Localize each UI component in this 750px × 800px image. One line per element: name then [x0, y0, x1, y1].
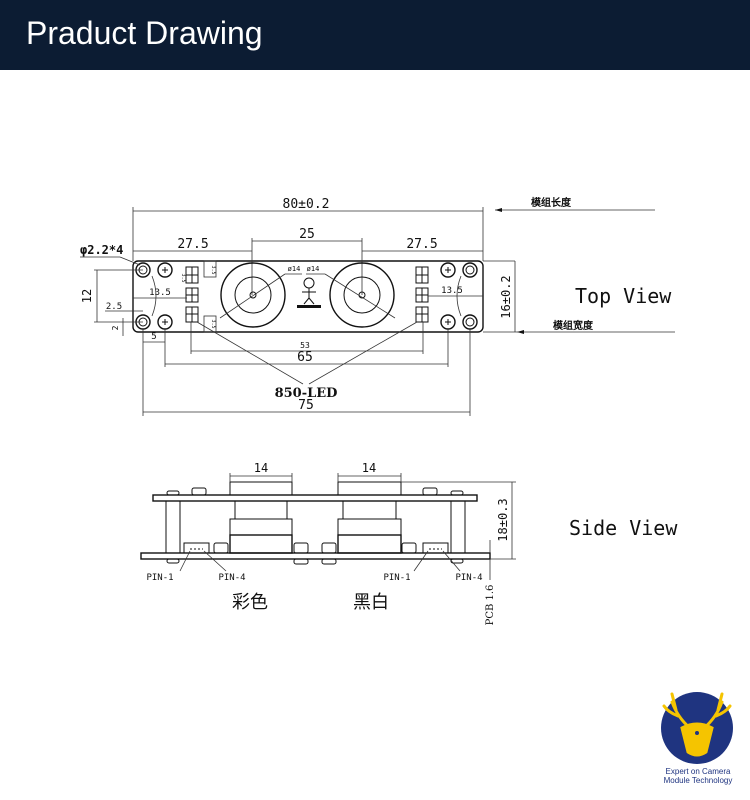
screw-icon	[440, 314, 456, 330]
lens-dia-label-2: ø14	[307, 265, 320, 273]
dim-label-13-5-left: 13.5	[149, 288, 171, 298]
dim-label-14-left: 14	[254, 461, 268, 475]
length-note: 模组长度	[531, 196, 572, 209]
brand-logo	[661, 692, 733, 764]
logo-line-2: Module Technology	[663, 776, 733, 785]
dim-label-12: 12	[80, 289, 94, 303]
dim-label-27-5-right: 27.5	[406, 237, 437, 252]
dim-label-65: 65	[297, 350, 313, 365]
hole-icon	[462, 262, 478, 278]
lens-dia-label-1: ø14	[288, 265, 301, 273]
dim-label-2-5: 2.5	[106, 302, 122, 312]
standoff-right	[450, 500, 466, 554]
dim-label-2: 2	[111, 325, 120, 330]
pin-label: PIN-1	[383, 573, 410, 583]
pin-label: PIN-4	[455, 573, 482, 583]
lens-side-left	[229, 481, 293, 554]
led-dim-1: 3.5	[210, 265, 216, 274]
top-board-outline	[132, 260, 484, 333]
screw-icon	[157, 262, 173, 278]
components	[166, 487, 464, 565]
dim-label-13-5-right: 13.5	[441, 286, 463, 296]
top-pcb	[152, 494, 478, 502]
dim-label-width: 16±0.2	[499, 275, 513, 318]
logo-line-1: Expert on Camera	[665, 767, 731, 776]
dim-label-80: 80±0.2	[283, 197, 330, 212]
dim-label-25: 25	[299, 227, 315, 242]
lens-diameter-leaders: ø14 ø14	[219, 265, 396, 319]
led-label: 850-LED	[275, 386, 338, 401]
page-title: Praduct Drawing	[26, 15, 263, 51]
left-dimensions: φ2.2*4 12 13.5 2.5 2 5 13.5	[80, 243, 483, 343]
led-array-right	[415, 266, 429, 323]
top-view: 80±0.2 27.5 25 27.5 ø14 ø14	[80, 196, 675, 416]
hole-icon	[462, 314, 478, 330]
dim-27-25-27: 27.5 25 27.5	[133, 227, 483, 295]
dim-label-pcb: PCB 1.6	[485, 585, 496, 626]
top-view-label: Top View	[575, 284, 672, 308]
screw-icon	[440, 262, 456, 278]
dim-label-75: 75	[298, 398, 314, 413]
side-view-label: Side View	[569, 516, 678, 540]
connector-left	[183, 542, 210, 554]
header-bar: Praduct Drawing	[0, 0, 750, 70]
dim-label-53: 53	[300, 341, 310, 350]
mono-camera-label: 黑白	[353, 592, 389, 613]
led-dim-2: 3.5	[180, 273, 186, 282]
hole-spec-label: φ2.2*4	[80, 243, 123, 257]
led-array-left: 3.5 3.5 3.5	[180, 260, 217, 333]
dim-label-14-right: 14	[362, 461, 376, 475]
side-dimensions: 14 14 18±0.3 PCB 1.6	[229, 461, 516, 626]
side-view: 14 14 18±0.3 PCB 1.6 PIN-1 PIN-4 PIN-1 P…	[140, 461, 678, 626]
dim-label-5: 5	[151, 332, 156, 342]
width-note: 模组宽度	[553, 319, 594, 332]
bottom-dimensions: 53 65 75 850-LED	[142, 321, 471, 416]
connector-right	[422, 542, 449, 554]
led-dim-3: 3.5	[210, 319, 216, 328]
pin-label: PIN-4	[218, 573, 245, 583]
logo-tagline: Expert on Camera Module Technology	[655, 767, 741, 785]
color-camera-label: 彩色	[232, 592, 268, 613]
bottom-pcb	[140, 552, 491, 560]
right-dimensions: 16±0.2 模组长度 模组宽度 Top View	[483, 196, 675, 334]
dim-label-27-5-left: 27.5	[177, 237, 208, 252]
lens-side-right	[337, 481, 402, 554]
standoff-left	[165, 500, 181, 554]
screw-icon	[157, 314, 173, 330]
orientation-figure-icon	[297, 277, 321, 308]
pin-label: PIN-1	[146, 573, 173, 583]
lens-left	[220, 262, 286, 328]
dim-label-height: 18±0.3	[496, 498, 510, 541]
pin-labels: PIN-1 PIN-4 PIN-1 PIN-4	[146, 550, 483, 583]
deer-icon	[662, 692, 732, 757]
dim-overall-length: 80±0.2	[132, 197, 484, 261]
